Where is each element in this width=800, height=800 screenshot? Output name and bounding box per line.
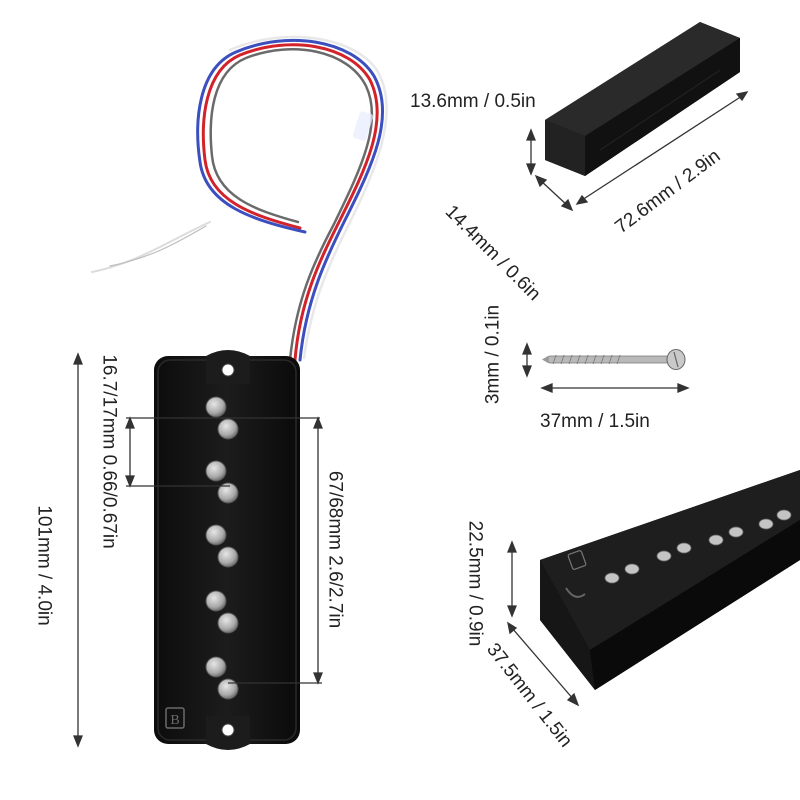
dimension-lines-screw	[522, 342, 690, 393]
dimension-lines-main	[73, 352, 323, 748]
pickup-wires	[91, 35, 388, 362]
pole-spacing-label: 16.7/17mm 0.66/0.67in	[98, 354, 120, 549]
dimension-lines-angled	[507, 540, 580, 707]
pickup-top-view: B	[154, 350, 300, 750]
screw-diameter-label: 3mm / 0.1in	[482, 304, 504, 405]
pole-span-label: 67/68mm 2.6/2.7in	[324, 470, 346, 629]
pickup-length-label: 101mm / 4.0in	[33, 505, 55, 626]
screw-length-label: 37mm / 1.5in	[540, 411, 650, 432]
pickup-height-label: 22.5mm / 0.9in	[464, 520, 486, 647]
brand-logo-icon: B	[165, 707, 185, 729]
pickup-angled-view	[540, 470, 800, 690]
foam-height-label: 13.6mm / 0.5in	[410, 91, 536, 112]
svg-text:B: B	[170, 713, 179, 728]
dimension-lines-foam	[526, 91, 749, 212]
mounting-screw	[542, 349, 686, 370]
foam-spacer	[545, 22, 740, 176]
pole-pieces	[205, 396, 239, 700]
pole-pieces-angled	[604, 509, 792, 584]
